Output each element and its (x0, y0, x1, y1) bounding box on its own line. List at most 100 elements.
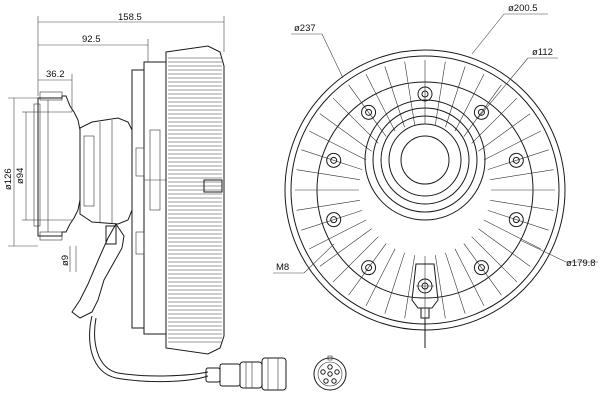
side-bottom-lug (39, 231, 63, 241)
front-bolt-hole (330, 216, 338, 224)
front-fin (365, 248, 396, 306)
front-bolt-hole (512, 156, 520, 164)
front-fin (490, 169, 554, 180)
front-fin (471, 97, 518, 144)
front-fin (463, 84, 502, 137)
front-fin (404, 255, 415, 319)
front-fin (483, 219, 541, 250)
front-fin (487, 210, 549, 231)
front-fin (435, 61, 446, 125)
front-fin (301, 149, 363, 170)
connector-pin (320, 369, 326, 375)
front-fin (348, 84, 387, 137)
side-top-lug (39, 91, 63, 101)
cable (89, 315, 209, 383)
front-bolt-hole (477, 264, 485, 272)
connector-face (313, 357, 347, 391)
front-fin (490, 200, 554, 211)
side-hub-sleeve (83, 135, 95, 207)
front-fin (348, 243, 387, 296)
dim-thread: M8 (276, 262, 289, 273)
cable-sleeve (205, 367, 221, 383)
side-clutch-body (131, 69, 145, 329)
side-flange (37, 95, 81, 237)
side-connector-arm (71, 223, 125, 319)
front-hub-mid (380, 115, 470, 205)
dim-overall-length: 158.5 (118, 12, 142, 23)
side-fin-disc (165, 45, 225, 355)
front-bolt-boss (417, 86, 433, 102)
front-hub-ring (372, 107, 478, 213)
connector-pin (334, 369, 340, 375)
front-fin (365, 74, 396, 132)
front-bolt-boss (508, 152, 524, 168)
front-fin (445, 66, 466, 128)
dim-outer-dia: ø237 (294, 23, 316, 34)
front-fin (471, 236, 518, 283)
dim-hub-length: 36.2 (46, 69, 65, 80)
front-fin (384, 252, 405, 314)
front-fin (445, 252, 466, 314)
front-bolt-hole (421, 90, 429, 98)
front-fin (483, 130, 541, 161)
front-fin (463, 243, 502, 296)
connector-pin (323, 378, 329, 384)
front-sensor (411, 263, 439, 309)
front-fin (435, 255, 446, 319)
dim-pin-dia: ø9 (60, 255, 71, 266)
front-dimensions: ø237 ø200.5 ø112 ø179.8 M8 (273, 3, 598, 274)
front-bosses (326, 86, 524, 294)
dim-hole-circle-dia: ø179.8 (566, 258, 596, 269)
front-fin (332, 236, 379, 283)
side-view (33, 45, 225, 355)
connector-pin (331, 378, 337, 384)
front-fin (487, 149, 549, 170)
front-bolt-hole (330, 156, 338, 164)
wiring-harness (89, 315, 287, 391)
front-fin (309, 130, 367, 161)
connector-pin (327, 371, 333, 377)
front-bolt-hole (365, 264, 373, 272)
side-clutch-housing (143, 61, 167, 335)
front-fin (309, 219, 367, 250)
connector-head (261, 357, 287, 391)
side-connector-plug (105, 225, 117, 245)
connector-pin (327, 364, 333, 370)
connector-housing (239, 361, 263, 389)
front-fin (478, 228, 531, 267)
front-bolt-boss (361, 104, 377, 120)
front-fin (478, 113, 531, 152)
side-dimensions: 158.5 92.5 36.2 ø126 ø94 ø9 (3, 12, 225, 272)
front-fins (295, 60, 555, 320)
front-bolt-hole (477, 108, 485, 116)
front-bolt-hole (512, 216, 520, 224)
front-hub-inner (388, 123, 462, 197)
front-fin (319, 113, 372, 152)
front-fin (404, 61, 415, 125)
front-bolt-boss (508, 212, 524, 228)
side-clutch-core (149, 129, 161, 211)
front-fin (454, 248, 485, 306)
dim-body-length: 92.5 (82, 34, 101, 45)
front-bolt-boss (361, 260, 377, 276)
front-bolt-boss (326, 152, 342, 168)
side-flange-face (33, 103, 41, 227)
front-bolt-boss (473, 260, 489, 276)
front-fin (384, 66, 405, 128)
dim-flange-inner-dia: ø94 (15, 168, 26, 184)
front-hub-outer (364, 99, 486, 221)
front-bolt-boss (473, 104, 489, 120)
front-fin (296, 200, 360, 211)
side-bolt-head (203, 179, 223, 193)
front-fin (319, 228, 372, 267)
dim-flange-outer-dia: ø126 (3, 168, 14, 190)
connector-end-view (313, 355, 347, 391)
side-fin-lines (168, 57, 222, 343)
dim-bolt-circle-dia: ø200.5 (508, 3, 538, 14)
front-fin (332, 97, 379, 144)
connector-body (219, 363, 241, 387)
front-hub-bore (400, 135, 450, 185)
dim-center-dia: ø112 (532, 47, 553, 58)
